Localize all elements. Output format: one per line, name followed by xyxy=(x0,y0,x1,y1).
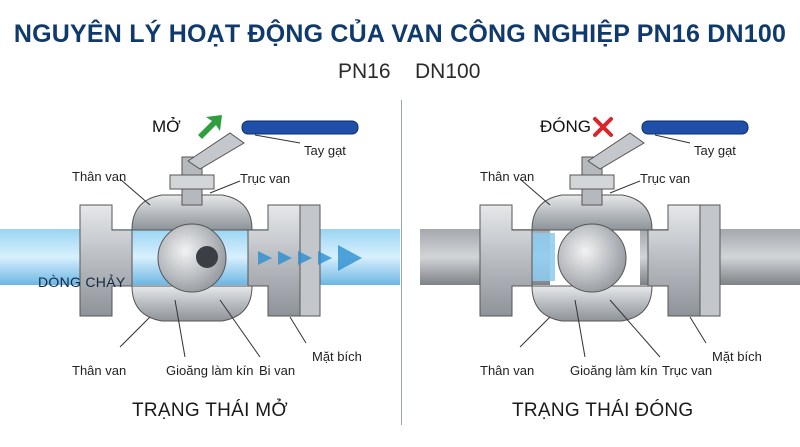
open-left-flange xyxy=(79,204,133,317)
open-seal-label: Gioăng làm kín xyxy=(166,363,254,378)
closed-seal-label: Gioăng làm kín xyxy=(570,363,658,378)
open-ball xyxy=(157,223,227,293)
closed-left-flange xyxy=(479,204,533,317)
open-handle-grip xyxy=(241,120,359,135)
open-ball-label: Bi van xyxy=(259,363,296,378)
arrow-up-right-icon xyxy=(198,115,222,139)
closed-status-label: ĐÓNG xyxy=(540,117,591,136)
open-ball-bore xyxy=(196,246,218,268)
open-body-bottom xyxy=(131,285,253,322)
open-flange-label: Mặt bích xyxy=(312,349,362,364)
open-body-top xyxy=(131,194,253,231)
closed-ball xyxy=(557,223,627,293)
flow-label: DÒNG CHẢY xyxy=(38,274,126,290)
closed-far-flange xyxy=(699,204,721,317)
open-far-flange xyxy=(299,204,321,317)
open-status-label: MỞ xyxy=(152,117,181,136)
pressure-label: PN16 xyxy=(338,60,391,83)
open-body-top-label: Thân van xyxy=(72,169,127,184)
open-handle-label: Tay gạt xyxy=(304,143,346,158)
open-right-flange xyxy=(247,204,301,317)
closed-body-top-label: Thân van xyxy=(480,169,535,184)
closed-body-bottom-label: Thân van xyxy=(480,363,535,378)
open-valve-panel: MỞ DÒNG CHẢY Tay gạt Thân van Trục van T… xyxy=(0,95,400,447)
open-body-bottom-label: Thân van xyxy=(72,363,127,378)
closed-body-bottom xyxy=(531,285,653,322)
closed-stem-label: Trục van xyxy=(640,171,691,186)
panel-divider xyxy=(401,100,402,425)
closed-right-flange xyxy=(647,204,701,317)
closed-handle-arm xyxy=(587,132,645,170)
open-stem-label: Trục van xyxy=(240,171,291,186)
closed-handle-grip xyxy=(641,120,749,135)
closed-handle-label: Tay gạt xyxy=(694,143,736,158)
open-flow-arrows xyxy=(258,245,362,271)
closed-valve-panel: ĐÓNG Tay gạt Thân van Trục van Thân van … xyxy=(400,95,800,447)
open-handle-arm xyxy=(187,132,245,170)
size-label: DN100 xyxy=(415,60,481,83)
red-x-icon xyxy=(593,117,613,137)
closed-stem-bottom-label: Trục van xyxy=(662,363,713,378)
closed-state-caption: TRẠNG THÁI ĐÓNG xyxy=(512,400,694,421)
closed-body-top xyxy=(531,194,653,231)
closed-flange-label: Mặt bích xyxy=(712,349,762,364)
spec-row: PN16 DN100 xyxy=(0,60,800,90)
closed-valve-illustration xyxy=(420,117,800,358)
open-gland xyxy=(169,174,215,190)
open-valve-illustration xyxy=(0,115,400,358)
closed-gland xyxy=(569,174,615,190)
page-title: NGUYÊN LÝ HOẠT ĐỘNG CỦA VAN CÔNG NGHIỆP … xyxy=(13,20,787,48)
open-state-caption: TRẠNG THÁI MỞ xyxy=(132,400,289,421)
